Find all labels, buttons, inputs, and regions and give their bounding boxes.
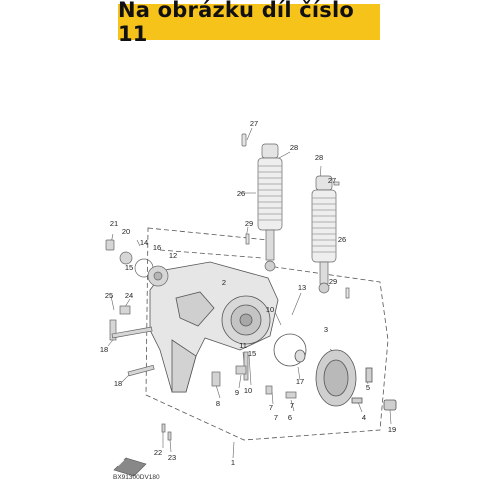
- brake-assembly: [273, 333, 397, 411]
- callout-23: 23: [168, 453, 176, 462]
- callout-5: 5: [366, 383, 370, 392]
- drawing-code: BX91300DV180: [113, 474, 160, 481]
- callout-14: 17: [296, 377, 304, 386]
- callout-8: 8: [216, 399, 220, 408]
- callout-28-right: 28: [315, 153, 323, 162]
- callout-labels: 27 28 28 27 26 26 29 29 21 20 14 16 15 1…: [100, 119, 396, 467]
- part-number-banner: Na obrázku díl číslo 11: [118, 0, 380, 46]
- callout-29-left: 29: [245, 219, 253, 228]
- callout-6: 6: [288, 413, 292, 422]
- callout-3: 3: [324, 325, 328, 334]
- callout-28-top: 28: [290, 143, 298, 152]
- callout-27-top: 27: [250, 119, 258, 128]
- callout-20: 20: [122, 227, 130, 236]
- callout-22: 22: [154, 448, 162, 457]
- callout-16: 15: [125, 263, 133, 272]
- callout-26-left: 26: [237, 189, 245, 198]
- shock-absorber-left: [241, 133, 283, 272]
- callout-7-b: 7: [290, 401, 294, 410]
- callout-7-a: 7: [269, 403, 273, 412]
- callout-26-right: 26: [338, 235, 346, 244]
- callout-18-upper: 18: [100, 345, 108, 354]
- callout-24: 24: [125, 291, 133, 300]
- callout-9: 9: [235, 388, 239, 397]
- callout-27-right: 27: [328, 176, 336, 185]
- callout-10-lower: 10: [244, 386, 252, 395]
- shock-absorber-right: [311, 175, 350, 299]
- callout-12: 13: [298, 283, 306, 292]
- callout-19: 19: [388, 425, 396, 434]
- callout-4: 4: [362, 413, 366, 422]
- callout-1: 1: [231, 458, 235, 467]
- left-small-parts: [105, 239, 169, 377]
- callout-18-lower: 18: [114, 379, 122, 388]
- callout-25: 25: [105, 291, 113, 300]
- callout-2: 2: [222, 278, 226, 287]
- callout-10: 10: [266, 305, 274, 314]
- callout-21: 21: [110, 219, 118, 228]
- callout-29-right: 29: [329, 277, 337, 286]
- callout-15: 14: [140, 238, 148, 247]
- callout-7-c: 7: [274, 413, 278, 422]
- callout-13: 12: [169, 251, 177, 260]
- rear-arm-housing: [149, 261, 279, 393]
- callout-16-center: 15: [248, 349, 256, 358]
- callout-11: 11: [239, 341, 247, 350]
- center-small-parts: [161, 351, 297, 441]
- callout-17: 16: [153, 243, 161, 252]
- banner-title: Na obrázku díl číslo 11: [118, 0, 355, 46]
- front-arrow-icon: [113, 457, 147, 477]
